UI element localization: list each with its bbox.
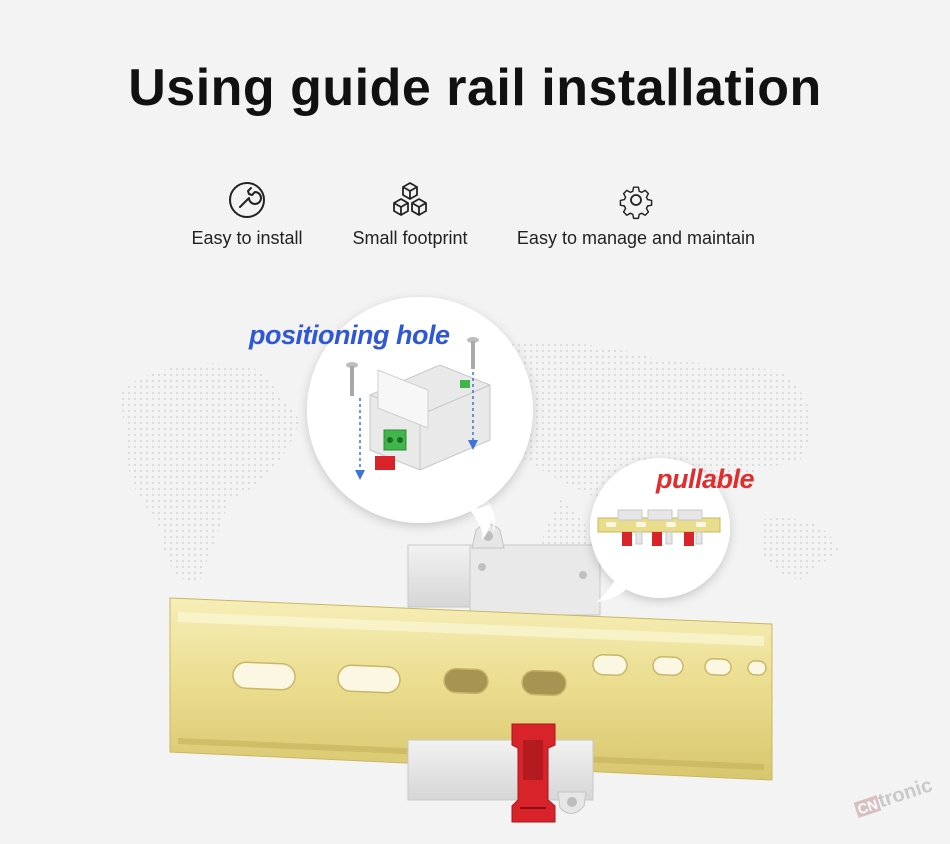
feature-label: Small footprint — [352, 228, 468, 248]
module-bottom — [407, 723, 594, 823]
pullable-label: pullable — [656, 464, 755, 494]
rail-closeup — [597, 509, 721, 546]
screw-left — [346, 362, 365, 480]
module-closeup — [369, 364, 491, 471]
gear-icon — [619, 186, 653, 220]
page-title: Using guide rail installation — [128, 59, 822, 117]
feature-small-footprint: Small footprint — [338, 180, 482, 249]
wrench-circle-icon — [229, 182, 265, 218]
stacked-cubes-icon — [393, 182, 427, 216]
screw-right — [467, 337, 479, 450]
mini-modules — [617, 509, 703, 546]
feature-easy-maintain: Easy to manage and maintain — [500, 180, 772, 249]
red-release-clip — [511, 723, 556, 823]
positioning-hole-callout — [307, 297, 533, 540]
feature-label: Easy to manage and maintain — [516, 228, 756, 248]
pullable-callout — [590, 458, 730, 602]
module-top — [407, 523, 601, 616]
feature-easy-install: Easy to install — [182, 180, 312, 249]
feature-label: Easy to install — [191, 228, 303, 248]
positioning-hole-label: positioning hole — [249, 320, 450, 350]
